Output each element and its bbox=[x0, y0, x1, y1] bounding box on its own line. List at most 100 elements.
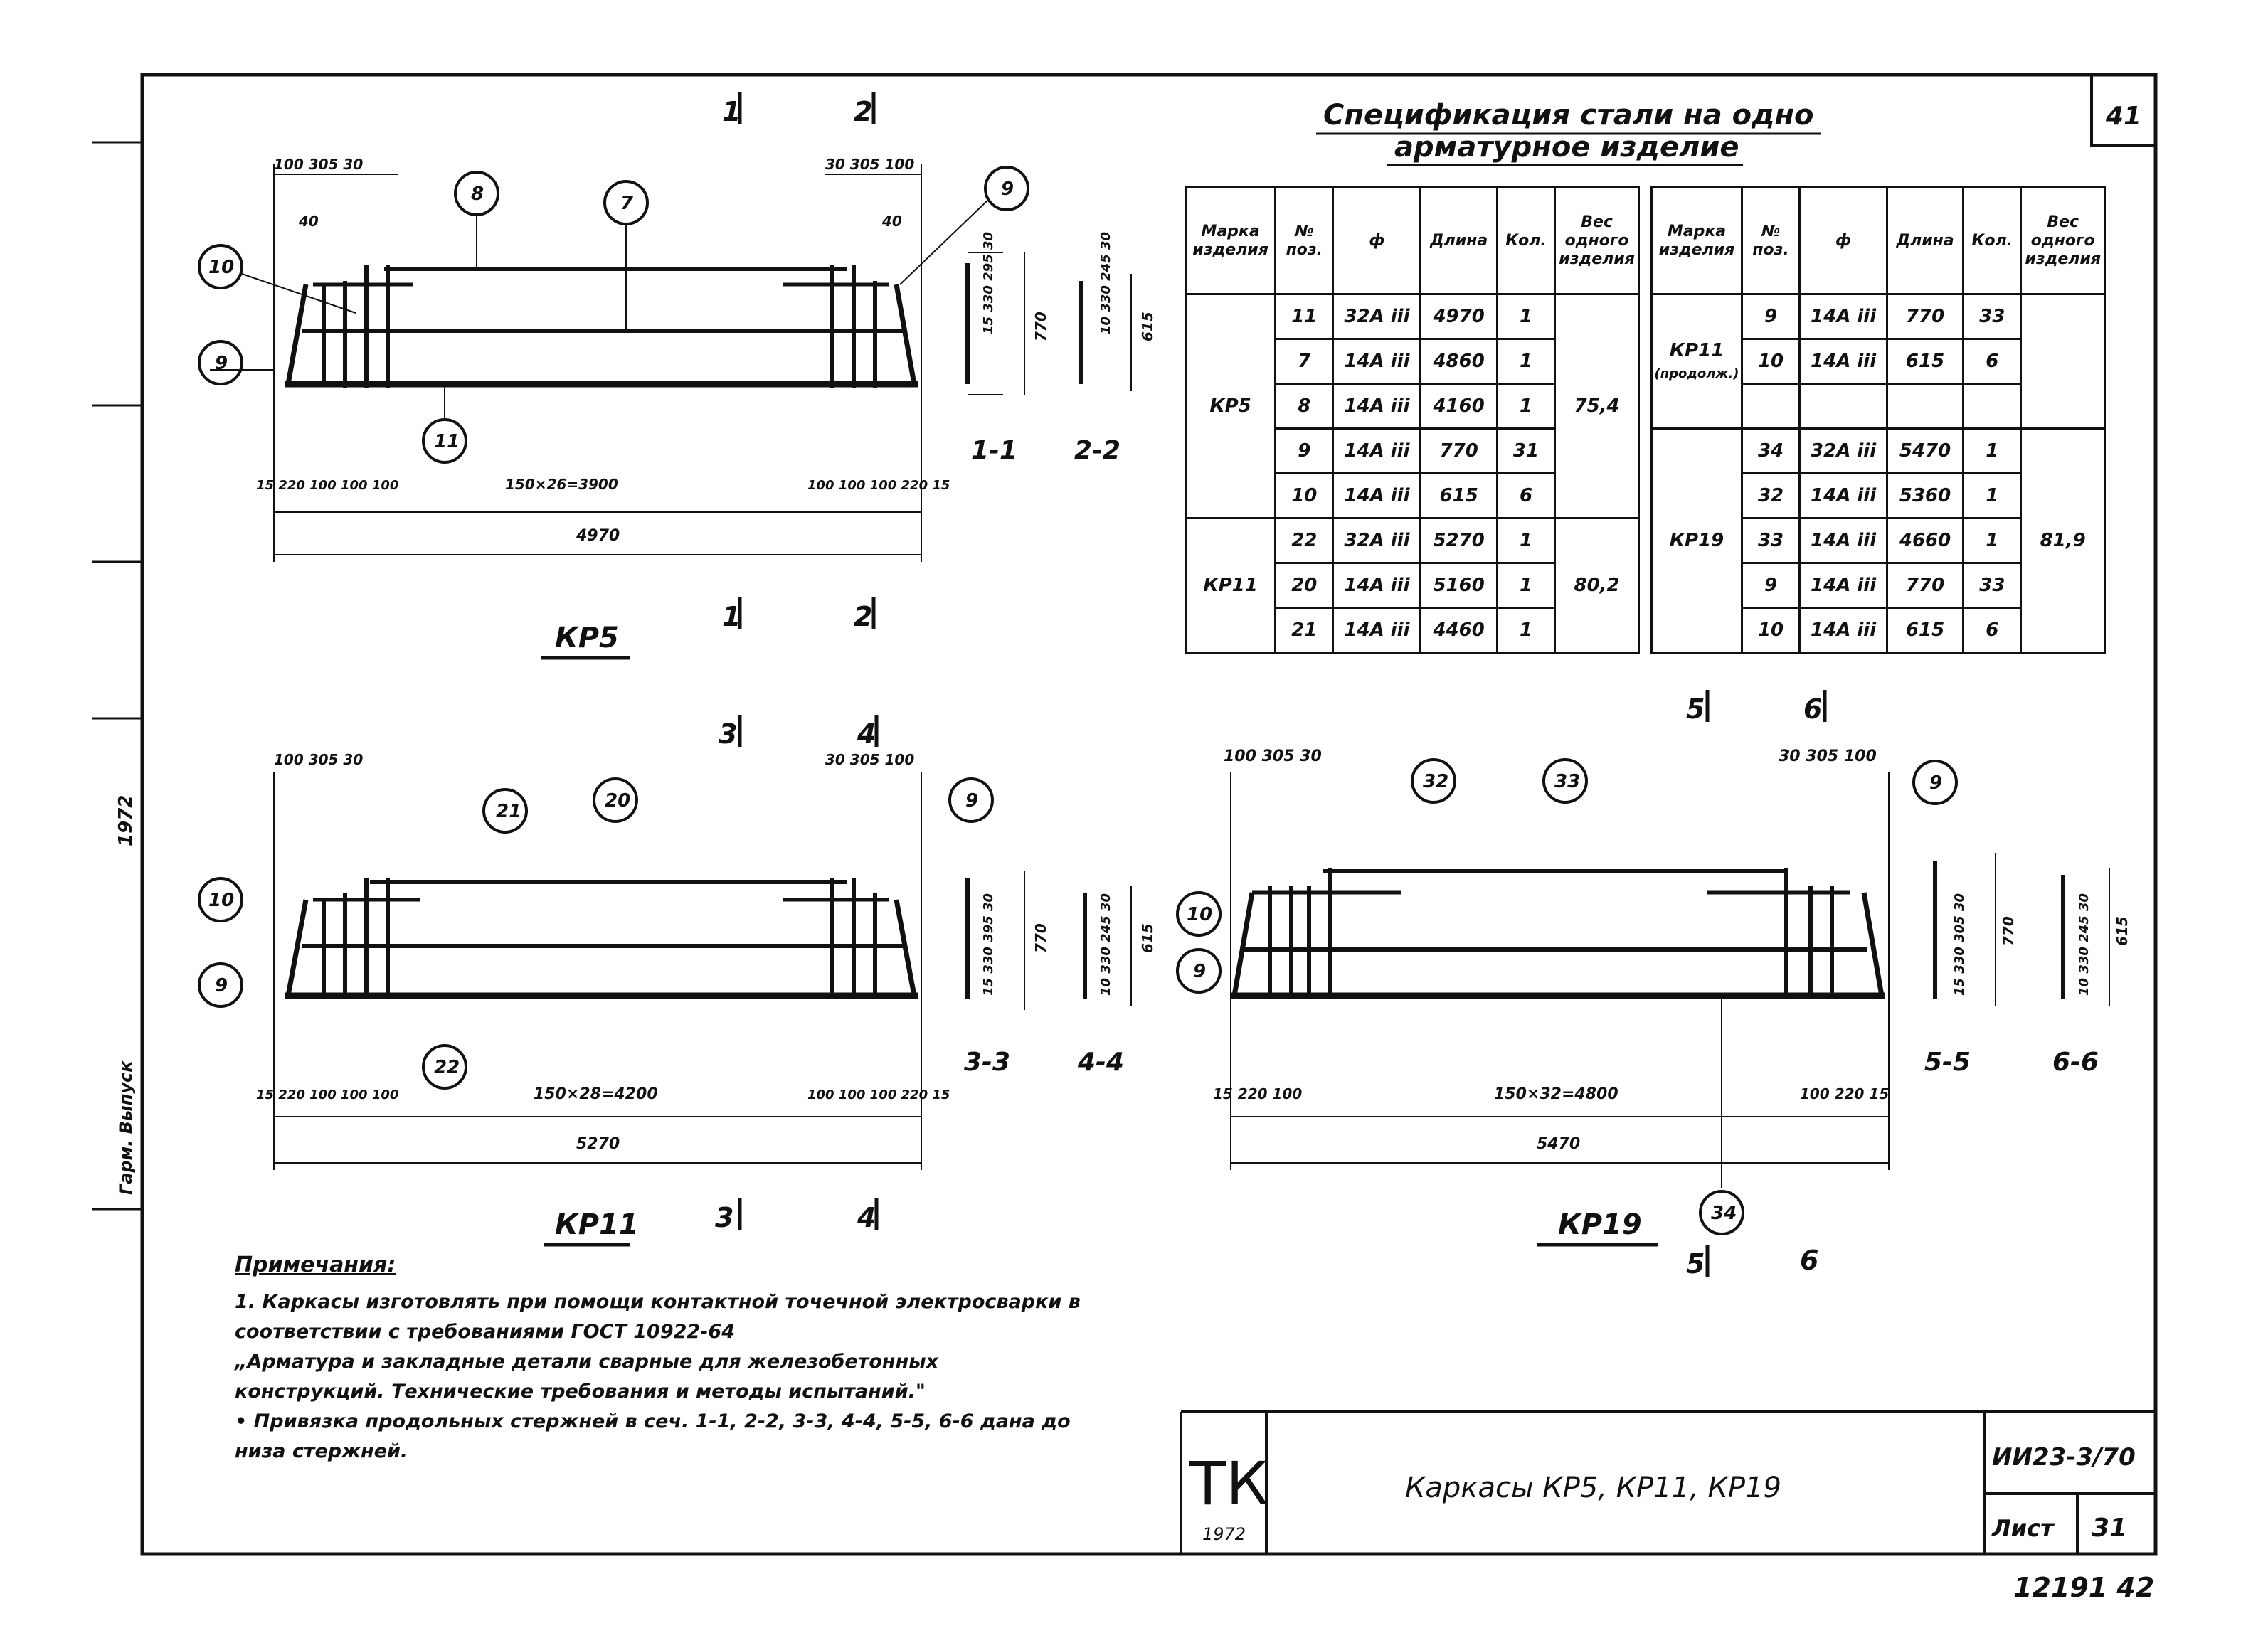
hdr-weight: Вес одного изделия bbox=[1554, 186, 1640, 295]
section-2-2-label: 2-2 bbox=[1074, 436, 1120, 465]
cell-len: 4860 bbox=[1419, 338, 1498, 385]
kp5-dim-bottom-left: 15 220 100 100 100 bbox=[256, 478, 398, 493]
cell-dia: 32A iii bbox=[1332, 517, 1422, 564]
cell-weight: 80,2 bbox=[1554, 517, 1640, 654]
cell-dia: 14A iii bbox=[1332, 427, 1422, 474]
stamp-sheet-label: Лист bbox=[1991, 1515, 2055, 1542]
cell-dia: 14A iii bbox=[1332, 562, 1422, 609]
kp19-sec-mark: 5 bbox=[1686, 1248, 1705, 1280]
spec-row: КР11(продолж.) 9 14A iii 770 33 bbox=[1650, 293, 2106, 430]
kp5-dim-bottom-right: 100 100 100 220 15 bbox=[807, 478, 950, 493]
kp5-dim-top-right: 30 305 100 bbox=[825, 156, 914, 173]
hdr-mark: Марка изделия bbox=[1650, 186, 1743, 295]
sec44-dims: 10 330 245 30 bbox=[1098, 893, 1113, 996]
cell-len: 615 bbox=[1885, 338, 1965, 385]
cell-mark: КР19 bbox=[1650, 427, 1743, 654]
kp5-dim-total: 4970 bbox=[576, 527, 620, 545]
section-5-5 bbox=[1933, 853, 1996, 1006]
cell-pos: 22 bbox=[1274, 517, 1335, 564]
cell-qty: 6 bbox=[1962, 338, 2023, 385]
cell-weight: 81,9 bbox=[2020, 427, 2106, 654]
hdr-dia: ф bbox=[1332, 186, 1422, 295]
section-6-6-label: 6-6 bbox=[2052, 1048, 2099, 1077]
hdr-dia: ф bbox=[1798, 186, 1888, 295]
kp19-dim-total: 5470 bbox=[1537, 1135, 1580, 1153]
cell-pos bbox=[1740, 383, 1801, 430]
cell-pos: 10 bbox=[1740, 607, 1801, 654]
kp5-dim-40: 40 bbox=[298, 213, 319, 230]
note-1: 1. Каркасы изготовлять при помощи контак… bbox=[235, 1291, 1081, 1343]
cell-dia bbox=[1798, 383, 1888, 430]
kp5-dim-top-left: 100 305 30 bbox=[274, 156, 363, 173]
svg-text:9: 9 bbox=[215, 975, 228, 996]
cell-pos: 32 bbox=[1740, 472, 1801, 519]
spec-row: 10 14A iii 615 6 bbox=[1186, 472, 1639, 519]
spec-row: 9 14A iii 770 31 bbox=[1186, 427, 1639, 474]
cell-pos: 8 bbox=[1274, 383, 1335, 430]
margin-label: Гарм. Выпуск bbox=[116, 1060, 136, 1195]
kp11-drawing bbox=[273, 772, 922, 1170]
sec22-dims: 10 330 245 30 bbox=[1098, 232, 1113, 334]
cell-qty: 1 bbox=[1495, 338, 1557, 385]
kp5-sec-mark: 1 bbox=[722, 96, 741, 127]
cell-dia: 32A iii bbox=[1332, 293, 1422, 340]
cell-dia: 14A iii bbox=[1332, 338, 1422, 385]
svg-text:9: 9 bbox=[1193, 961, 1206, 982]
kp11-sec-mark: 4 bbox=[857, 718, 876, 750]
kp11-dim-top-left: 100 305 30 bbox=[274, 751, 363, 768]
kp19-dim-span: 150×32=4800 bbox=[1494, 1085, 1618, 1103]
cell-qty: 1 bbox=[1495, 517, 1557, 564]
svg-text:20: 20 bbox=[605, 790, 630, 812]
cell-len: 4160 bbox=[1419, 383, 1498, 430]
mark-kp11: КР11 bbox=[1669, 340, 1724, 361]
cell-len: 770 bbox=[1885, 293, 1965, 340]
cell-len: 4970 bbox=[1419, 293, 1498, 340]
svg-text:32: 32 bbox=[1423, 771, 1448, 792]
kp11-dim-total: 5270 bbox=[576, 1135, 620, 1153]
cell-dia: 14A iii bbox=[1798, 607, 1888, 654]
cell-dia: 14A iii bbox=[1798, 338, 1888, 385]
corner-sheet-number: 41 bbox=[2105, 102, 2141, 131]
kp5-sec-mark: 2 bbox=[854, 96, 872, 127]
note-2: • Привязка продольных стержней в сеч. 1-… bbox=[235, 1410, 1071, 1462]
svg-text:21: 21 bbox=[496, 801, 521, 822]
kp11-bubbles bbox=[198, 777, 994, 1090]
note-1-cont: „Арматура и закладные детали сварные для… bbox=[235, 1351, 939, 1403]
section-2-2 bbox=[1079, 274, 1132, 391]
section-3-3 bbox=[965, 871, 1025, 1010]
cell-qty: 1 bbox=[1495, 607, 1557, 654]
cell-qty: 1 bbox=[1495, 293, 1557, 340]
cell-len: 4660 bbox=[1885, 517, 1965, 564]
cell-pos: 11 bbox=[1274, 293, 1335, 340]
cell-len bbox=[1885, 383, 1965, 430]
footer-number: 12191 42 bbox=[2013, 1572, 2154, 1603]
sec55-dims: 15 330 305 30 bbox=[1952, 893, 1967, 996]
cell-qty: 1 bbox=[1962, 517, 2023, 564]
cell-mark: КР11(продолж.) bbox=[1650, 293, 1743, 430]
cell-len: 615 bbox=[1419, 472, 1498, 519]
cell-pos: 9 bbox=[1740, 293, 1801, 340]
spec-row: 10 14A iii 615 6 bbox=[1652, 338, 2105, 385]
notes-title: Примечания: bbox=[235, 1253, 396, 1277]
kp11-dim-bottom-right: 100 100 100 220 15 bbox=[807, 1087, 950, 1102]
kp11-sec-marks: 3 4 3 4 bbox=[715, 715, 879, 1233]
svg-text:9: 9 bbox=[965, 790, 978, 812]
cell-pos: 34 bbox=[1740, 427, 1801, 474]
cell-len: 5160 bbox=[1419, 562, 1498, 609]
stamp-title: Каркасы КР5, КР11, КР19 bbox=[1405, 1472, 1781, 1504]
cell-len: 615 bbox=[1885, 607, 1965, 654]
cell-len: 5360 bbox=[1885, 472, 1965, 519]
spec-row: КР19 34 32A iii 5470 1 81,9 bbox=[1650, 427, 2106, 654]
cell-dia: 14A iii bbox=[1332, 383, 1422, 430]
cell-qty: 33 bbox=[1962, 293, 2023, 340]
kp5-label: КР5 bbox=[555, 622, 619, 654]
stamp-year: 1972 bbox=[1202, 1524, 1246, 1544]
cell-pos: 10 bbox=[1274, 472, 1335, 519]
sec33-dims: 15 330 395 30 bbox=[981, 893, 996, 996]
spec-row: 7 14A iii 4860 1 bbox=[1186, 338, 1639, 385]
spec-title-line1: Спецификация стали на одно bbox=[1323, 99, 1814, 132]
kp5-leaders bbox=[241, 198, 990, 420]
hdr-pos: № поз. bbox=[1274, 186, 1335, 295]
